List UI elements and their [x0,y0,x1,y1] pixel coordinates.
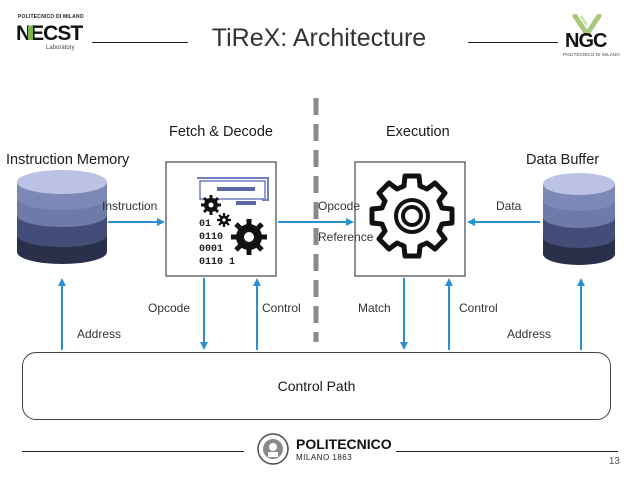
execution-gear-icon [369,173,455,259]
address-left-label: Address [77,327,122,341]
control-path-box [22,352,611,420]
page-number: 13 [608,456,620,467]
ngc-logo-mark-icon [572,14,602,36]
necst-logo: POLITECNICO DI MILANO NECST Laboratory [14,14,84,54]
data-buffer-database-icon [543,173,615,265]
control-up-left-label: Control [262,301,301,315]
binary-line: 0110 [199,231,224,243]
address-right-label: Address [507,327,552,341]
binary-line: 0001 [199,244,224,255]
control-path-label: Control Path [277,378,356,394]
match-label: Match [358,301,391,315]
ngc-logo: NGC POLITECNICO DI MILANO [563,14,625,58]
tiny-gear-icon [217,213,231,227]
control-down-right-label: Control [459,301,498,315]
instruction-arrow-label: Instruction [102,199,158,213]
footer-line-right [396,451,618,452]
footer-line-left [22,451,244,452]
necst-logo-accent [28,26,33,40]
opcode-reference-label-1: Opcode [318,199,361,213]
execution-label: Execution [386,124,450,140]
instruction-memory-database-icon [17,170,107,264]
binary-line: 01 [199,219,212,230]
ngc-logo-text: NGC [565,30,607,52]
politecnico-logo: POLITECNICO MILANO 1863 [256,432,392,466]
binary-code: 01 0110 0001 0110 1 [199,219,235,269]
ngc-logo-sub: POLITECNICO DI MILANO [563,52,620,57]
necst-logo-sub: Laboratory [46,45,75,51]
politecnico-seal-icon [257,433,289,465]
fetch-decode-label: Fetch & Decode [169,124,273,140]
necst-logo-top-text: POLITECNICO DI MILANO [18,14,84,20]
opcode-down-label: Opcode [148,301,191,315]
header-line-left [92,42,188,43]
instruction-memory-label: Instruction Memory [6,152,130,168]
small-gear-icon [201,195,221,215]
header-line-right [468,42,558,43]
binary-line: 0110 1 [199,256,236,268]
page-title: TiReX: Architecture [211,24,427,52]
large-gear-icon [231,219,267,255]
data-arrow-label: Data [496,199,522,213]
politecnico-logo-text: POLITECNICO [296,436,392,452]
document-icon [197,177,269,205]
opcode-reference-label-2: Reference [318,230,374,244]
politecnico-logo-sub: MILANO 1863 [296,453,353,462]
data-buffer-label: Data Buffer [526,152,600,168]
header: POLITECNICO DI MILANO NECST Laboratory T… [0,0,638,70]
